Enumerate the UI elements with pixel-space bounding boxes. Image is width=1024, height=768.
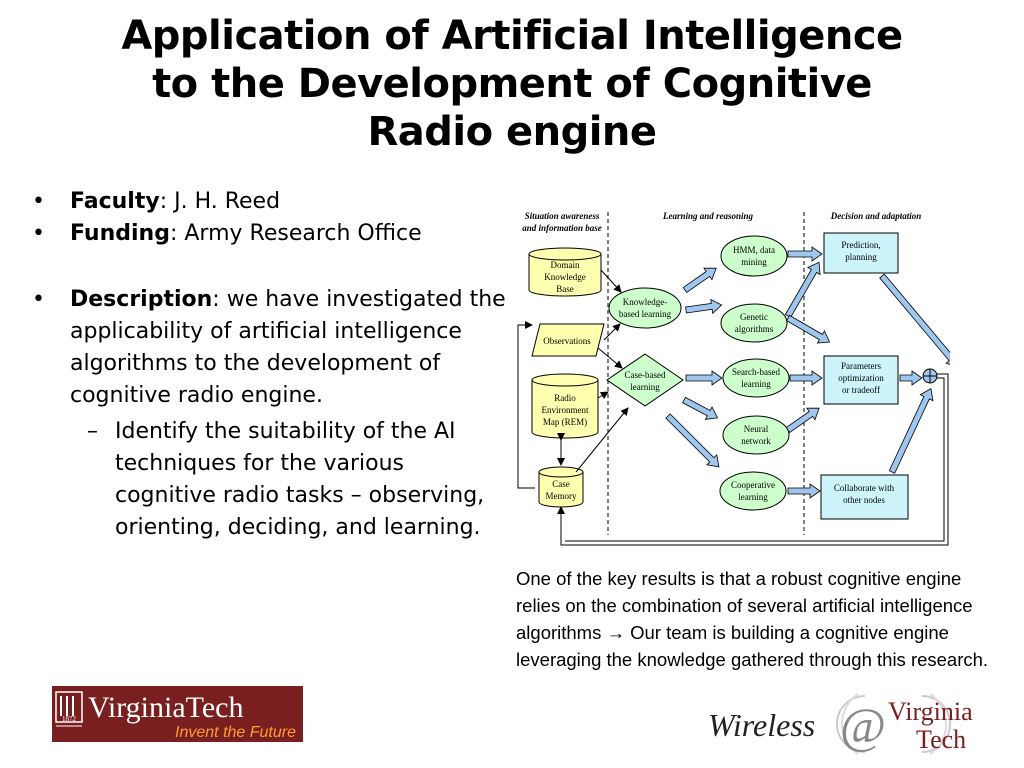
- genetic-oval: Genetic algorithms: [720, 303, 788, 343]
- domain-kb-cylinder: Domain Knowledge Base: [528, 247, 602, 297]
- svg-text:planning: planning: [845, 252, 877, 262]
- tech-text: Tech: [916, 725, 966, 754]
- svg-text:Base: Base: [556, 284, 574, 294]
- svg-text:HMM, data: HMM, data: [733, 245, 775, 255]
- title-line-2: to the Development of Cognitive: [152, 61, 872, 107]
- hmm-oval: HMM, data mining: [720, 235, 788, 277]
- svg-text:Map (REM): Map (REM): [543, 417, 587, 427]
- feedback-loop-inner: [517, 321, 535, 489]
- sub-bullet-text: Identify the suitability of the AI techn…: [115, 419, 485, 540]
- svg-text:learning: learning: [738, 492, 768, 502]
- virginia-text: Virginia: [888, 697, 973, 726]
- cb-learning-diamond: Case-based learning: [606, 353, 684, 407]
- cooperative-oval: Cooperative learning: [719, 471, 787, 511]
- caption-text: One of the key results is that a robust …: [516, 568, 989, 670]
- rem-cylinder: Radio Environment Map (REM): [531, 373, 599, 439]
- kb-learning-oval: Knowledge- based learning: [608, 287, 682, 329]
- svg-text:Knowledge: Knowledge: [544, 272, 586, 282]
- bullet-faculty: • Faculty: J. H. Reed: [30, 186, 510, 218]
- bullet-text: : Army Research Office: [169, 221, 422, 246]
- prediction-box: Prediction, planning: [823, 232, 899, 274]
- svg-text:mining: mining: [741, 257, 767, 267]
- svg-text:network: network: [741, 436, 771, 446]
- svg-text:Environment: Environment: [542, 405, 589, 415]
- svg-text:algorithms: algorithms: [735, 324, 774, 334]
- svg-text:or tradeoff: or tradeoff: [842, 385, 880, 395]
- combiner-node: [922, 368, 938, 384]
- svg-text:Neural: Neural: [744, 424, 769, 434]
- bullet-dot: •: [32, 221, 45, 246]
- svg-text:Radio: Radio: [554, 393, 576, 403]
- sub-bullet-dash: –: [87, 419, 98, 444]
- svg-text:Domain: Domain: [551, 260, 580, 270]
- header-decision: Decision and adaptation: [830, 211, 922, 221]
- vt-year: 1872: [62, 715, 77, 723]
- collaborate-box: Collaborate with other nodes: [820, 474, 909, 520]
- bullet-funding: • Funding: Army Research Office: [30, 218, 510, 250]
- bullet-label: Funding: [70, 221, 170, 246]
- vt-name: VirginiaTech: [88, 691, 244, 724]
- svg-text:Knowledge-: Knowledge-: [623, 297, 668, 307]
- bullet-dot: •: [32, 189, 45, 214]
- svg-text:Search-based: Search-based: [732, 367, 780, 377]
- bullet-text: : J. H. Reed: [159, 189, 281, 214]
- svg-text:optimization: optimization: [838, 373, 884, 383]
- title-line-1: Application of Artificial Intelligence: [121, 13, 903, 59]
- svg-text:based learning: based learning: [619, 309, 672, 319]
- svg-text:learning: learning: [741, 379, 771, 389]
- header-situation-1: Situation awareness: [525, 211, 600, 221]
- parameters-box: Parameters optimization or tradeoff: [823, 355, 899, 405]
- header-situation-2: and information base: [522, 223, 602, 233]
- svg-text:Cooperative: Cooperative: [731, 480, 775, 490]
- case-memory-cylinder: Case Memory: [538, 466, 584, 508]
- wireless-vt-logo: Wireless @ Virginia Tech: [690, 690, 1010, 760]
- bullet-text: : we have investigated the applicability…: [70, 287, 506, 408]
- ai-engine-diagram: Situation awareness and information base…: [517, 211, 950, 546]
- bullet-dot: •: [32, 287, 45, 312]
- bullet-list: • Faculty: J. H. Reed • Funding: Army Re…: [30, 186, 510, 544]
- observations-box: Observations: [531, 323, 605, 357]
- header-learning: Learning and reasoning: [662, 211, 754, 221]
- slide-title: Application of Artificial Intelligence t…: [40, 12, 984, 156]
- svg-text:Prediction,: Prediction,: [841, 240, 880, 250]
- bullet-label: Description: [70, 287, 213, 312]
- search-oval: Search-based learning: [722, 358, 790, 398]
- title-line-3: Radio engine: [367, 109, 657, 155]
- svg-text:learning: learning: [630, 382, 660, 392]
- svg-text:Collaborate with: Collaborate with: [834, 483, 895, 493]
- svg-text:Parameters: Parameters: [841, 361, 881, 371]
- neural-oval: Neural network: [722, 415, 790, 455]
- bullet-description: • Description: we have investigated the …: [30, 284, 510, 412]
- svg-text:Observations: Observations: [543, 336, 591, 346]
- flow-arrows: [665, 246, 950, 499]
- sub-bullet: – Identify the suitability of the AI tec…: [30, 416, 510, 544]
- svg-text:Genetic: Genetic: [740, 312, 768, 322]
- svg-text:Memory: Memory: [546, 491, 577, 501]
- bullet-label: Faculty: [70, 189, 160, 214]
- at-symbol: @: [840, 697, 886, 753]
- virginia-tech-logo: 1872 VirginiaTech Invent the Future: [52, 686, 303, 742]
- feedback-loop-outer: [557, 373, 949, 546]
- svg-text:Case-based: Case-based: [625, 370, 666, 380]
- svg-text:Case: Case: [552, 479, 570, 489]
- svg-text:other nodes: other nodes: [843, 495, 885, 505]
- wireless-text: Wireless: [708, 707, 815, 743]
- vt-tagline: Invent the Future: [175, 724, 296, 741]
